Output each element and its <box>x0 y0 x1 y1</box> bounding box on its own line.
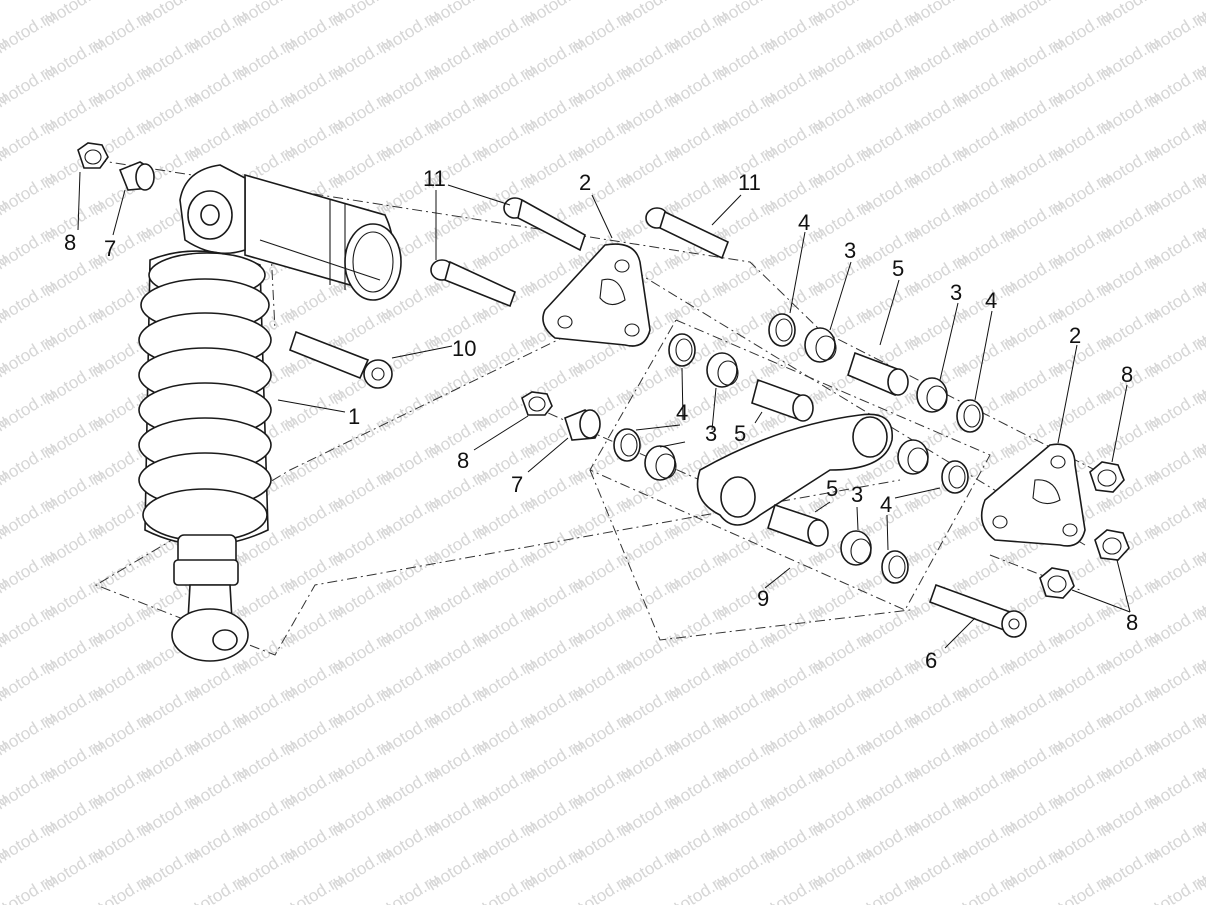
callout-1: 1 <box>348 404 360 429</box>
nut-mid <box>521 391 553 416</box>
callout-8-top: 8 <box>64 230 76 255</box>
watermark-text: motod.ru <box>664 0 731 3</box>
watermark-text: motod.ru <box>1192 897 1206 905</box>
watermark-text: motod.ru <box>616 897 683 905</box>
watermark-text: motod.ru <box>520 897 587 905</box>
watermark-text: motod.ru <box>424 897 491 905</box>
callout-10: 10 <box>452 336 476 361</box>
callout-4-b: 4 <box>985 288 997 313</box>
watermark-text: motod.ru <box>184 0 251 3</box>
watermark-text: motod.ru <box>376 0 443 3</box>
callout-2-left: 2 <box>579 170 591 195</box>
watermark-text: motod.ru <box>808 897 875 905</box>
linkage-plate-left <box>542 243 651 347</box>
watermark-text: motod.ru <box>1096 897 1163 905</box>
bushing-mid <box>564 409 601 441</box>
spring-coils <box>138 252 272 542</box>
nut-bottom <box>1039 567 1075 599</box>
watermark-text: motod.ru <box>0 0 11 30</box>
watermark-text: motod.ru <box>0 870 59 905</box>
watermark-text: motod.ru <box>232 897 299 905</box>
callout-7-top: 7 <box>104 236 116 261</box>
callout-7-mid: 7 <box>511 472 523 497</box>
watermark-text: motod.ru <box>40 897 107 905</box>
nut-right-upper <box>1089 461 1125 493</box>
callout-3-b: 3 <box>950 280 962 305</box>
watermark-text: motod.ru <box>856 0 923 3</box>
watermark-text: motod.ru <box>0 0 59 3</box>
watermark-text: motod.ru <box>1000 897 1067 905</box>
watermark-text: motod.ru <box>280 0 347 3</box>
callout-5-c: 5 <box>826 476 838 501</box>
callout-8-right: 8 <box>1121 362 1133 387</box>
watermark-text: motod.ru <box>136 897 203 905</box>
watermark-text: motod.ru <box>712 897 779 905</box>
callout-3-a: 3 <box>844 238 856 263</box>
watermark-text: motod.ru <box>904 897 971 905</box>
callout-5-a: 5 <box>892 256 904 281</box>
callout-8-bottom: 8 <box>1126 610 1138 635</box>
upper-row-components <box>768 313 984 433</box>
callout-11-right: 11 <box>738 170 761 195</box>
watermark-text: motod.ru <box>88 0 155 3</box>
callout-8-mid: 8 <box>457 448 469 473</box>
linkage-lever <box>696 413 893 526</box>
shock-absorber <box>138 164 402 662</box>
callout-11-left: 11 <box>423 166 446 191</box>
watermark-text: motod.ru <box>952 0 1019 3</box>
callout-6: 6 <box>925 648 937 673</box>
watermark-text: motod.ru <box>568 0 635 3</box>
lower-row-components <box>767 503 909 584</box>
watermark-text: motod.ru <box>472 0 539 3</box>
watermark-text: motod.ru <box>328 897 395 905</box>
bolt-10 <box>289 330 393 389</box>
callout-labels: 8 7 1 10 11 11 2 4 3 5 3 4 2 8 8 7 4 3 5… <box>64 166 1138 673</box>
leader-lines <box>77 171 1131 649</box>
bolt-6 <box>928 583 1027 638</box>
callout-3-d: 3 <box>851 482 863 507</box>
bolt-11-mid <box>503 197 586 252</box>
callout-4-a: 4 <box>798 210 810 235</box>
callout-2-right: 2 <box>1069 323 1081 348</box>
callout-3-c: 3 <box>705 421 717 446</box>
callout-4-c: 4 <box>676 400 688 425</box>
nut-right-lower <box>1094 529 1130 561</box>
bolt-11-right <box>645 207 730 260</box>
callout-5-b: 5 <box>734 421 746 446</box>
bushing-top <box>118 161 155 191</box>
bolt-11-left <box>430 259 516 308</box>
watermark-text: motod.ru <box>760 0 827 3</box>
watermark-text: motod.ru <box>1048 0 1115 3</box>
callout-9: 9 <box>757 586 769 611</box>
linkage-plate-right <box>980 443 1086 547</box>
nut-top <box>77 142 109 169</box>
callout-4-d: 4 <box>880 492 892 517</box>
middle-row-components <box>613 333 969 494</box>
